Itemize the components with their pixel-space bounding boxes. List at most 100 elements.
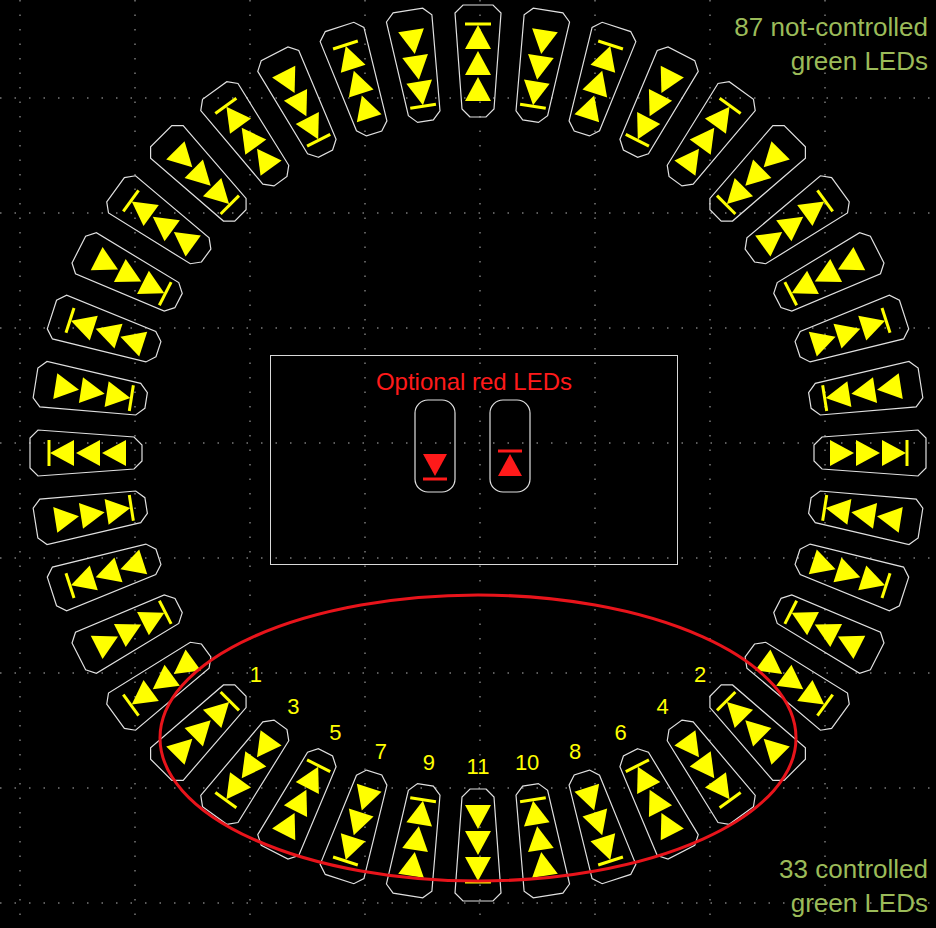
red-led-cathode [423,478,447,481]
led-cathode [785,601,797,624]
pad-outline [610,43,702,164]
led-cathode [720,98,741,113]
led-symbol [349,784,381,815]
led-symbol [650,807,684,840]
callout-number: 9 [423,751,435,775]
led-symbol [79,499,107,528]
led-pad [790,293,911,371]
led-cathode [159,282,171,305]
callout-number: 3 [287,695,299,719]
pad-outline [196,77,299,195]
led-cathode [221,692,239,710]
led-symbol [786,601,819,635]
led-symbol [524,824,553,852]
led-cathode [48,440,51,466]
led-symbol [116,549,147,581]
led-symbol [53,503,81,532]
led-symbol [528,850,557,878]
led-pad [254,43,346,164]
led-pad [196,711,299,829]
led-symbol [216,99,251,134]
led-symbol [465,857,491,881]
pad-outline [806,483,924,546]
led-symbol [137,601,170,635]
led-symbol [284,784,318,817]
led-symbol [465,805,491,829]
led-symbol [341,808,373,839]
pad-outline [455,789,501,901]
led-cathode [823,385,827,411]
led-symbol [296,112,330,145]
led-symbol [272,807,306,840]
led-symbol [92,557,123,589]
led-cathode [882,308,890,333]
red-led-pair [415,400,530,492]
led-symbol [875,373,903,402]
led-symbol [832,247,865,281]
led-cathode [720,792,741,807]
pad-outline [196,711,299,829]
led-symbol [849,377,877,406]
led-symbol [91,247,124,281]
led-symbol [824,495,852,524]
led-count-note: 33 controlled green LEDs [723,852,928,920]
led-cathode [410,104,436,108]
led-pad [610,43,702,164]
led-symbol [465,831,491,855]
led-symbol [465,25,491,49]
led-symbol [626,112,660,145]
led-symbol [650,66,684,99]
led-symbol [406,799,435,827]
led-symbol [809,549,840,581]
led-pad [30,430,142,476]
pad-outline [145,120,257,232]
callout-number: 7 [375,740,387,764]
led-symbol [520,799,549,827]
grid-line [134,0,136,928]
led-pad [736,632,854,735]
led-symbol [797,680,832,715]
led-symbol [809,613,842,647]
led-pad [102,171,220,274]
led-pad [45,535,166,613]
pad-outline [736,171,854,274]
grid-line [19,0,21,928]
led-symbol [832,625,865,659]
led-pad [145,120,257,232]
led-cathode [123,695,138,716]
red-led-symbol [423,454,447,476]
led-pad [102,632,220,735]
led-cathode [215,792,236,807]
callout-number: 6 [614,721,626,745]
pad-outline [699,120,811,232]
led-symbol [809,259,842,293]
pad-outline [68,229,189,321]
callout-number: 4 [656,695,668,719]
red-led-pad [490,400,530,492]
led-cathode [717,196,735,214]
led-symbol [114,259,147,293]
node-title: Optional red LEDs [271,368,677,396]
led-ring [30,5,926,901]
led-pad [455,5,501,117]
led-symbol [754,141,789,176]
highlight-ellipse [160,595,796,881]
led-symbol [520,80,549,108]
led-symbol [590,42,622,73]
pad-outline [560,765,638,886]
led-symbol [833,557,864,589]
led-symbol [849,499,877,528]
led-pad [68,229,189,321]
led-symbol [574,784,606,815]
led-symbol [809,324,840,356]
pad-outline [102,171,220,274]
led-symbol [296,761,330,794]
led-count-note: 87 not-controlled green LEDs [698,10,928,78]
led-pad [385,7,448,125]
led-symbol [705,772,740,807]
led-symbol [67,308,98,340]
led-symbol [284,89,318,122]
led-symbol [216,772,251,807]
led-symbol [406,80,435,108]
led-symbol [124,191,159,226]
